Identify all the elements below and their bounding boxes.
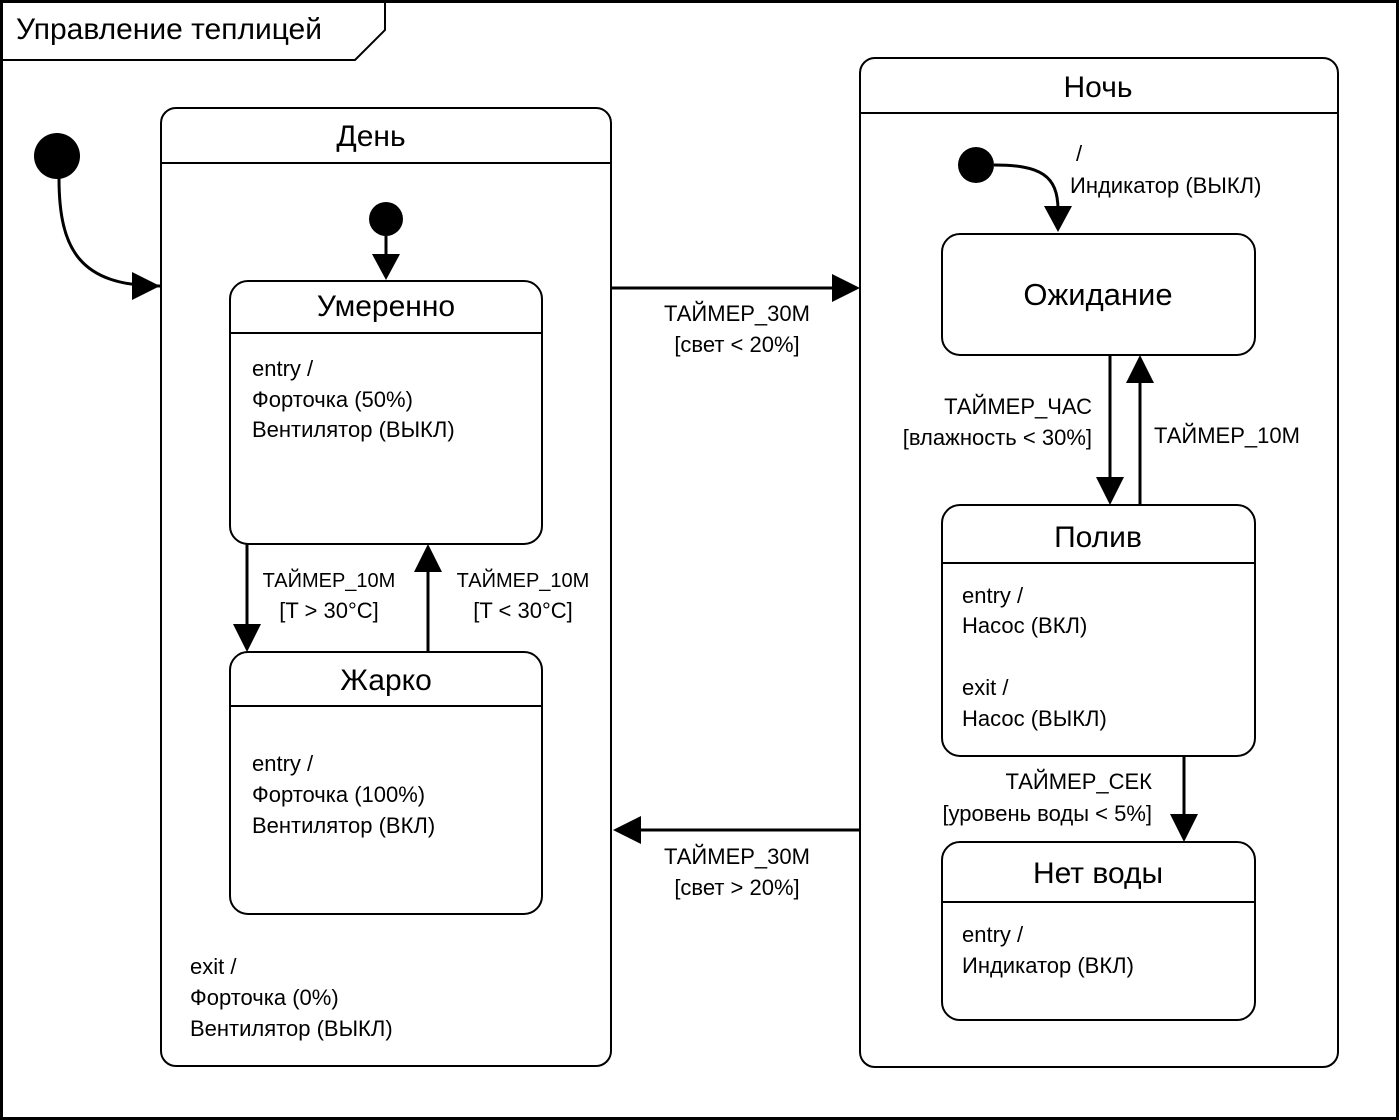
transition-moderate-to-hot-guard: [T > 30°C]	[279, 598, 379, 623]
initial-state-day	[369, 202, 403, 280]
state-hot: Жарко entry / Форточка (100%) Вентилятор…	[229, 651, 543, 915]
state-day: День exit / Форточка (0%) Вентилятор (ВЫ…	[160, 107, 612, 1067]
state-moderate-line: entry /	[252, 356, 314, 381]
state-hot-line: Форточка (100%)	[252, 782, 425, 807]
state-no-water-line: entry /	[962, 922, 1024, 947]
state-watering-title: Полив	[1054, 521, 1142, 554]
transition-day-to-night-guard: [свет < 20%]	[674, 332, 799, 357]
transition-night-to-day-trigger: ТАЙМЕР_30М	[664, 844, 810, 869]
transition-watering-to-waiting: ТАЙМЕР_10М	[1126, 355, 1300, 505]
state-watering-line: Насос (ВКЛ)	[962, 613, 1087, 638]
state-waiting: Ожидание	[941, 233, 1256, 356]
state-hot-title: Жарко	[340, 664, 432, 697]
state-waiting-title: Ожидание	[1023, 277, 1172, 312]
transition-night-to-day-guard: [свет > 20%]	[674, 875, 799, 900]
transition-waiting-to-watering-trigger: ТАЙМЕР_ЧАС	[944, 394, 1092, 419]
state-hot-line: Вентилятор (ВКЛ)	[252, 813, 435, 838]
state-moderate-title: Умеренно	[317, 290, 455, 323]
state-day-exit-line: Вентилятор (ВЫКЛ)	[190, 1016, 393, 1041]
state-night-title: Ночь	[1064, 71, 1133, 104]
state-moderate-line: Форточка (50%)	[252, 387, 413, 412]
transition-watering-to-waiting-trigger: ТАЙМЕР_10М	[1154, 423, 1300, 448]
state-watering-line: entry /	[962, 583, 1024, 608]
transition-waiting-to-watering: ТАЙМЕР_ЧАС [влажность < 30%]	[903, 355, 1124, 505]
transition-night-to-day: ТАЙМЕР_30М [свет > 20%]	[613, 816, 859, 900]
state-hot-line: entry /	[252, 751, 314, 776]
transition-watering-to-nowater-trigger: ТАЙМЕР_СЕК	[1006, 769, 1153, 794]
transition-hot-to-moderate-guard: [T < 30°C]	[473, 598, 573, 623]
state-day-title: День	[336, 120, 405, 153]
state-watering: Полив entry / Насос (ВКЛ) exit / Насос (…	[941, 504, 1256, 757]
transition-hot-to-moderate-trigger: ТАЙМЕР_10М	[457, 568, 590, 592]
transition-day-to-night-trigger: ТАЙМЕР_30М	[664, 301, 810, 326]
transition-hot-to-moderate: ТАЙМЕР_10М [T < 30°C]	[414, 544, 589, 652]
state-watering-line: Насос (ВЫКЛ)	[962, 706, 1107, 731]
frame-title: Управление теплицей	[16, 13, 322, 46]
state-moderate: Умеренно entry / Форточка (50%) Вентилят…	[229, 280, 543, 545]
state-day-exit-line: exit /	[190, 954, 237, 979]
state-moderate-line: Вентилятор (ВЫКЛ)	[252, 417, 455, 442]
transition-night-initial-line: /	[1076, 141, 1083, 166]
state-watering-line: exit /	[962, 675, 1009, 700]
state-no-water-title: Нет воды	[1033, 857, 1163, 890]
state-no-water-line: Индикатор (ВКЛ)	[962, 953, 1134, 978]
state-no-water: Нет воды entry / Индикатор (ВКЛ)	[941, 841, 1256, 1021]
transition-moderate-to-hot: ТАЙМЕР_10М [T > 30°C]	[233, 544, 395, 652]
initial-state-main	[34, 133, 161, 300]
transition-watering-to-nowater: ТАЙМЕР_СЕК [уровень воды < 5%]	[942, 756, 1198, 842]
transition-night-initial-line: Индикатор (ВЫКЛ)	[1070, 173, 1261, 198]
transition-moderate-to-hot-trigger: ТАЙМЕР_10М	[263, 568, 396, 592]
state-night: Ночь	[859, 57, 1339, 1068]
transition-waiting-to-watering-guard: [влажность < 30%]	[903, 425, 1092, 450]
transition-day-to-night: ТАЙМЕР_30М [свет < 20%]	[612, 274, 860, 357]
state-day-exit-line: Форточка (0%)	[190, 985, 339, 1010]
transition-watering-to-nowater-guard: [уровень воды < 5%]	[942, 801, 1152, 826]
initial-state-night: / Индикатор (ВЫКЛ)	[958, 141, 1261, 232]
